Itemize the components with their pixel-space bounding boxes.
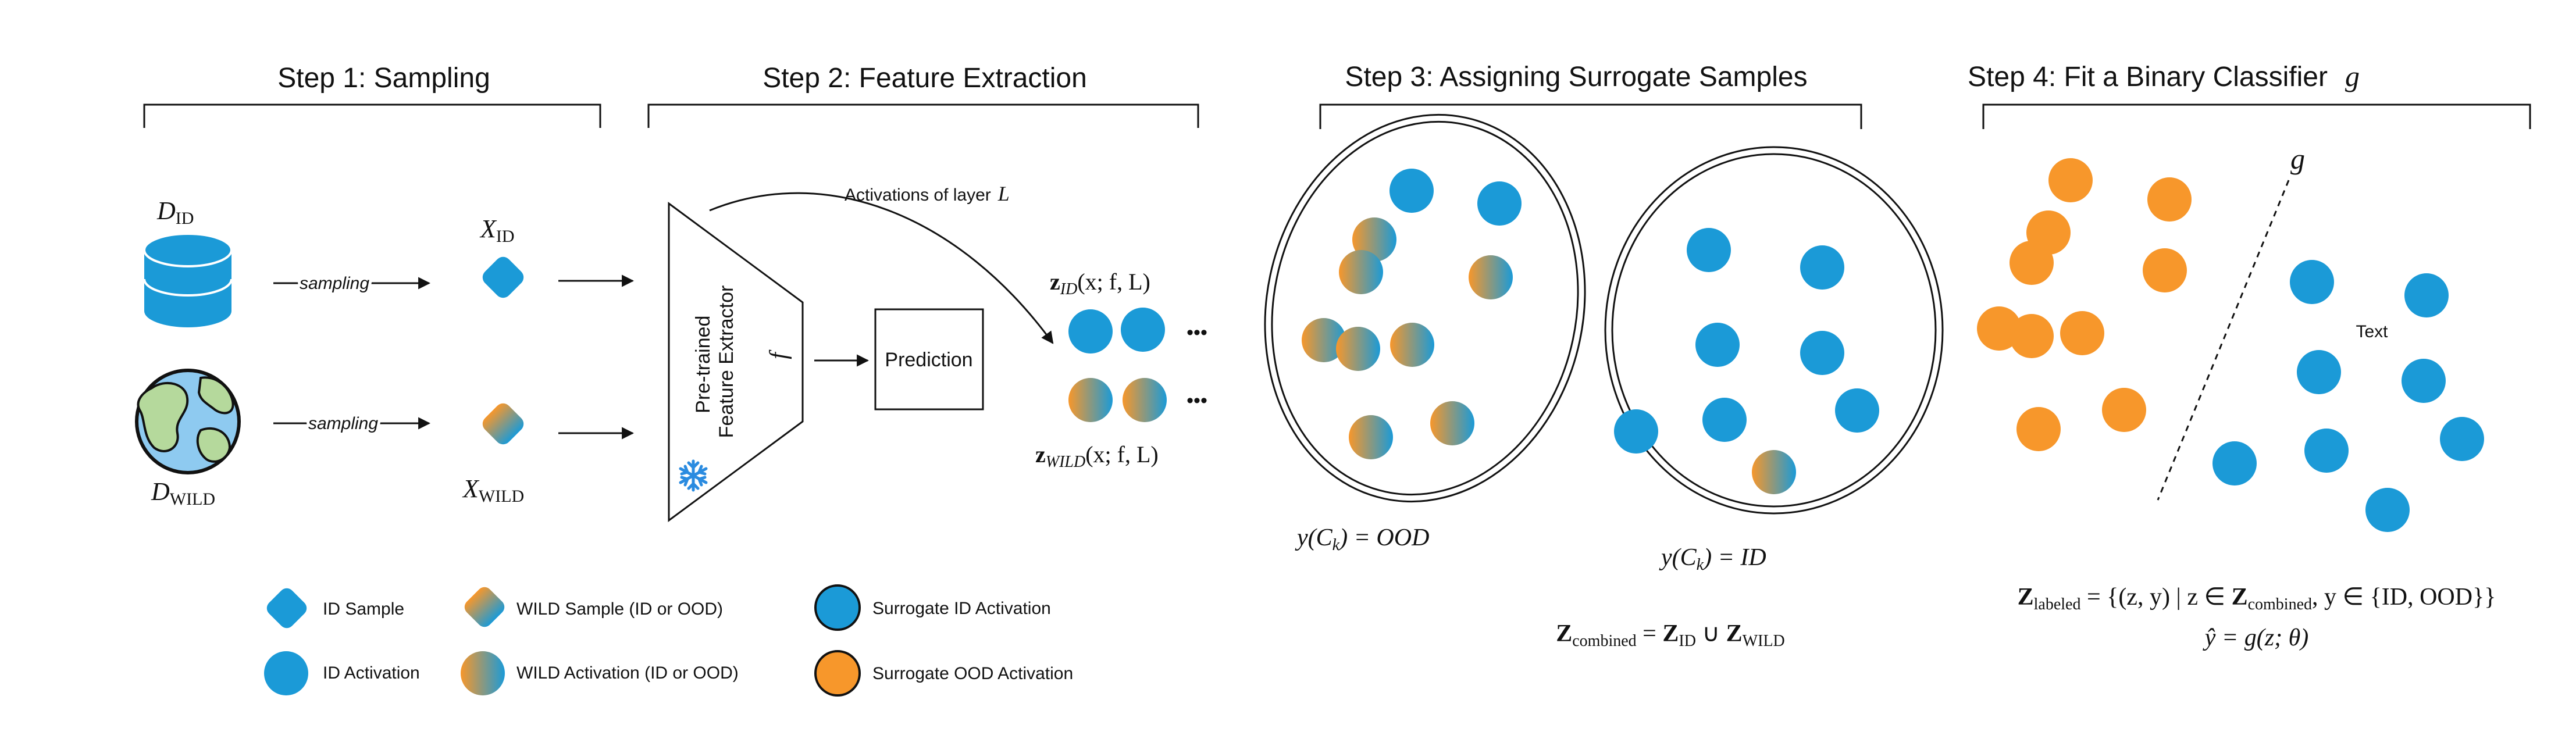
wild-activation-dot [1430, 401, 1474, 445]
legend-id-sample-icon [266, 588, 307, 629]
surrogate-id-dot [2402, 359, 2446, 403]
d-id-label: DID [156, 197, 194, 228]
step2-bracket [647, 103, 1199, 128]
step1-bracket [143, 103, 601, 128]
wild-activation-dot [1390, 323, 1434, 367]
legend-wild-activation-label: WILD Activation (ID or OOD) [516, 663, 739, 683]
surrogate-id-dot [2304, 429, 2349, 473]
id-activation-dot [1068, 309, 1113, 354]
step4-bracket [1982, 103, 2531, 129]
surrogate-ood-dot [2010, 241, 2054, 285]
wild-sample-diamond [482, 403, 524, 445]
decision-boundary [2157, 180, 2290, 501]
surrogate-id-dot [2297, 350, 2341, 394]
surrogate-id-dot [1389, 169, 1434, 213]
wild-activation-dot [1339, 250, 1383, 294]
feature-extractor-trapezoid [668, 202, 804, 522]
prediction-label: Prediction [885, 349, 972, 371]
surrogate-id-dot [1800, 331, 1844, 375]
sampling-label-bottom: sampling [308, 414, 378, 433]
boundary-label: g [2290, 142, 2305, 175]
step1-title: Step 1: Sampling [277, 63, 490, 94]
surrogate-id-dot [1614, 409, 1658, 454]
surrogate-id-dot [1477, 181, 1522, 226]
legend: ID Sample WILD Sample (ID or OOD) Surrog… [264, 584, 1073, 697]
surrogate-ood-dot [2102, 388, 2146, 432]
legend-wild-activation-icon [461, 651, 505, 695]
legend-surrogate-ood-icon [814, 650, 861, 697]
cluster-id [1604, 146, 1944, 515]
prediction-box [874, 308, 984, 410]
cluster-ood [1264, 113, 1586, 503]
surrogate-id-dot [2290, 260, 2334, 304]
x-wild-label: XWILD [462, 474, 524, 506]
surrogate-ood-dot [2048, 158, 2093, 202]
surrogate-id-dot [1695, 323, 1740, 367]
surrogate-id-dot [2440, 417, 2484, 461]
wild-activation-dot [1068, 378, 1113, 422]
snowflake-icon [679, 459, 708, 492]
cluster-id-label: y(Ck) = ID [1659, 544, 1766, 574]
activations-arrow [709, 192, 1054, 344]
legend-wild-sample-label: WILD Sample (ID or OOD) [516, 599, 723, 619]
wild-activation-dot [1336, 327, 1380, 371]
prediction-formula: ŷ = g(z; θ) [2203, 624, 2308, 651]
globe-icon [135, 369, 241, 474]
combined-formula: Zcombined = ZID ∪ ZWILD [1556, 620, 1785, 650]
legend-surrogate-id-label: Surrogate ID Activation [872, 599, 1051, 618]
surrogate-ood-dot [2147, 177, 2192, 222]
wild-activation-dot [1752, 450, 1796, 494]
legend-wild-sample-icon [464, 587, 505, 627]
surrogate-id-dot [2212, 441, 2257, 485]
surrogate-id-dot [2404, 273, 2449, 317]
surrogate-ood-dot [2010, 314, 2054, 358]
z-id-label: zID(x; f, L) [1050, 269, 1150, 298]
database-icon [143, 233, 233, 327]
id-activation-dot [1121, 308, 1165, 352]
sampling-label-top: sampling [300, 274, 369, 293]
wild-activation-dot [1469, 255, 1513, 299]
surrogate-id-dot [1835, 388, 1879, 433]
surrogate-id-dot [2365, 488, 2410, 532]
surrogate-ood-dot [2143, 248, 2187, 292]
legend-id-activation-label: ID Activation [323, 663, 420, 683]
cluster-ood-label: y(Ck) = OOD [1295, 524, 1429, 554]
legend-surrogate-ood-label: Surrogate OOD Activation [872, 664, 1073, 683]
labeled-formula: Zlabeled = {(z, y) | z ∈ Zcombined, y ∈ … [2018, 584, 2496, 613]
ellipsis-bottom: ••• [1187, 390, 1207, 412]
z-wild-label: zWILD(x; f, L) [1035, 441, 1159, 471]
extractor-label: Pre-trained Feature Extractor [692, 285, 737, 438]
surrogate-id-dot [1702, 398, 1747, 442]
ellipsis-top: ••• [1187, 322, 1207, 344]
surrogate-id-dot [1687, 228, 1731, 272]
id-sample-diamond [482, 256, 524, 298]
step3-title: Step 3: Assigning Surrogate Samples [1345, 62, 1807, 92]
surrogate-ood-dot [2060, 311, 2104, 355]
wild-activation-dot [1302, 318, 1346, 362]
surrogate-id-dot [1800, 245, 1844, 290]
legend-id-activation-icon [264, 651, 308, 695]
legend-id-sample-label: ID Sample [323, 599, 404, 619]
x-id-label: XID [479, 215, 515, 246]
wild-activation-dot [1349, 415, 1393, 459]
surrogate-ood-dot [2016, 407, 2061, 451]
step3-bracket [1319, 103, 1862, 129]
d-wild-label: DWILD [151, 477, 215, 509]
legend-surrogate-id-icon [814, 584, 861, 631]
text-label: Text [2356, 322, 2388, 341]
step2-title: Step 2: Feature Extraction [763, 63, 1087, 94]
wild-activation-dot [1123, 378, 1167, 422]
